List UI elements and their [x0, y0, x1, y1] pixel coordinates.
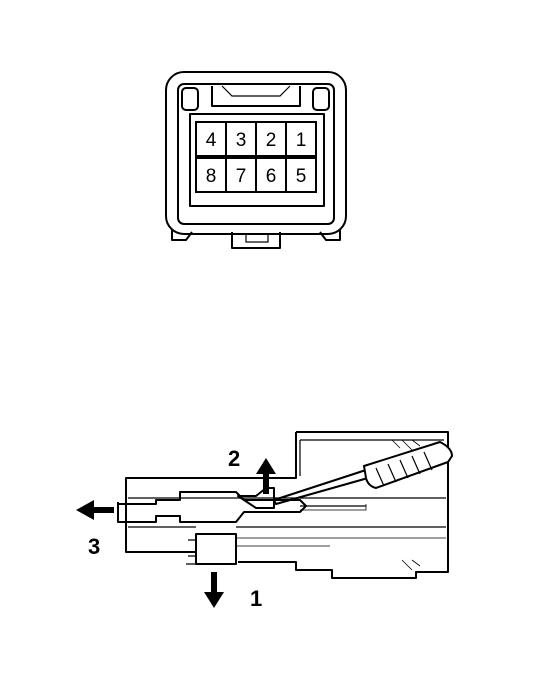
screwdriver: [273, 440, 454, 505]
pin-number: 2: [266, 130, 277, 151]
pin-number: 7: [236, 166, 247, 187]
step-label-3: 3: [88, 534, 100, 559]
pin-number: 3: [236, 130, 247, 151]
arrow-step-1-down: [204, 572, 224, 608]
pin-number: 5: [296, 166, 307, 187]
arrow-down-icon: [204, 572, 224, 608]
housing-foot-left: [171, 230, 193, 241]
pin-number: 6: [266, 166, 277, 187]
connector-cross-section: [117, 431, 454, 579]
pin-number: 1: [296, 130, 307, 151]
connector-housing-inner: [177, 83, 335, 225]
pin-cavity: [285, 121, 317, 157]
connector-body-outline: [238, 431, 449, 579]
pin-number: 4: [206, 130, 217, 151]
terminal-tip: [300, 504, 367, 511]
hatch-marks: [391, 439, 421, 451]
screwdriver-grip: [375, 451, 433, 487]
top-lock-tab: [211, 86, 301, 107]
arrow-up-icon: [256, 458, 276, 494]
pin-number: 8: [206, 166, 217, 187]
bottom-tab-slot: [245, 233, 269, 243]
screwdriver-shaft: [273, 469, 369, 505]
arrow-step-3-left: [76, 500, 114, 520]
housing-foot-right: [319, 230, 341, 241]
pin-cavity: [285, 157, 317, 193]
pin-area: [189, 113, 325, 207]
terminal-lance: [237, 487, 275, 509]
arrow-left-icon: [76, 500, 114, 520]
retainer-detail: [186, 539, 196, 565]
corner-hole-right: [312, 87, 330, 111]
step-label-2: 2: [228, 446, 240, 471]
connector-body-left: [125, 432, 297, 553]
step-label-1: 1: [250, 586, 262, 611]
top-lock-tab-detail: [221, 85, 291, 97]
retainer: [195, 533, 237, 565]
screwdriver-handle: [362, 440, 454, 490]
bottom-tab: [231, 232, 281, 249]
corner-hole-left: [181, 87, 199, 111]
terminal: [117, 491, 307, 523]
hatch-marks: [401, 559, 421, 571]
arrow-step-2-up: [256, 458, 276, 494]
